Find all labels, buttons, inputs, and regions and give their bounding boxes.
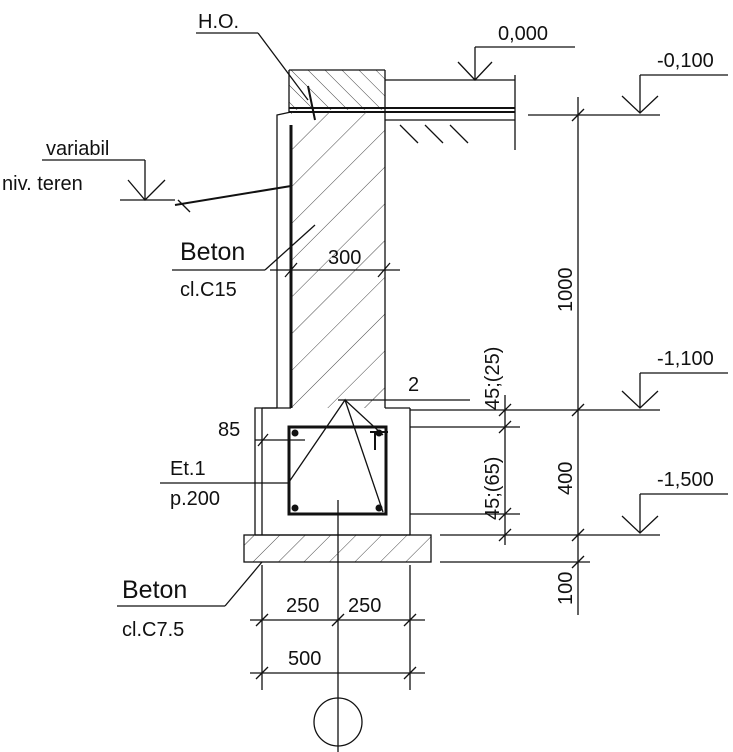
- elevation-top: 0,000: [457, 23, 575, 81]
- wall-height-value: 1000: [555, 268, 577, 313]
- base-slab: [243, 534, 432, 563]
- wall-thickness-value: 300: [328, 247, 361, 269]
- beam-height-value: 400: [555, 462, 577, 495]
- elevation-beam-top-value: -1,100: [657, 348, 714, 370]
- cover-upper-value: 45;(25): [482, 347, 504, 410]
- ho-label: H.O.: [198, 11, 239, 33]
- elevation-beam-top: -1,100: [621, 348, 728, 409]
- ground-level: variabil niv. teren: [2, 138, 292, 213]
- elevation-floor: -0,100: [621, 50, 728, 114]
- wall-thickness-dim: 300: [270, 247, 400, 278]
- top-cap: [288, 69, 516, 150]
- beton-wall-label-group: Beton cl.C15: [172, 224, 316, 301]
- cover-dimensions: 45;(25) 45;(65): [410, 347, 520, 545]
- variabil-label: variabil: [46, 138, 109, 160]
- beton-wall-label: Beton: [180, 238, 245, 266]
- beton-base-label: Beton: [122, 576, 187, 604]
- rebar-count-group: 2: [345, 374, 470, 401]
- beton-base-class: cl.C7.5: [122, 619, 184, 641]
- elevation-top-value: 0,000: [498, 23, 548, 45]
- beton-base-label-group: Beton cl.C7.5: [117, 561, 263, 641]
- rebar-count: 2: [408, 374, 419, 396]
- half-left-value: 250: [286, 595, 319, 617]
- section-marker: [313, 697, 363, 747]
- cover-top-group: 85: [218, 419, 305, 447]
- base-width-value: 500: [288, 648, 321, 670]
- cover-lower-value: 45;(65): [482, 457, 504, 520]
- cover-top: 85: [218, 419, 240, 441]
- base-height-value: 100: [555, 572, 577, 605]
- horizontal-dimensions: 250 250 500: [250, 565, 425, 690]
- elevation-beam-bottom: -1,500: [621, 469, 728, 534]
- hydro-insulation-label: H.O.: [196, 11, 309, 101]
- stirrup-label: Et.1: [170, 458, 206, 480]
- elevation-floor-value: -0,100: [657, 50, 714, 72]
- concrete-wall: [276, 111, 386, 408]
- stirrup-label-group: Et.1 p.200: [160, 458, 290, 510]
- elevation-beam-bottom-value: -1,500: [657, 469, 714, 491]
- half-right-value: 250: [348, 595, 381, 617]
- stirrup-spacing: p.200: [170, 488, 220, 510]
- vertical-dimensions: 1000 400 100: [410, 97, 660, 615]
- niv-teren-label: niv. teren: [2, 173, 83, 195]
- beton-wall-class: cl.C15: [180, 279, 237, 301]
